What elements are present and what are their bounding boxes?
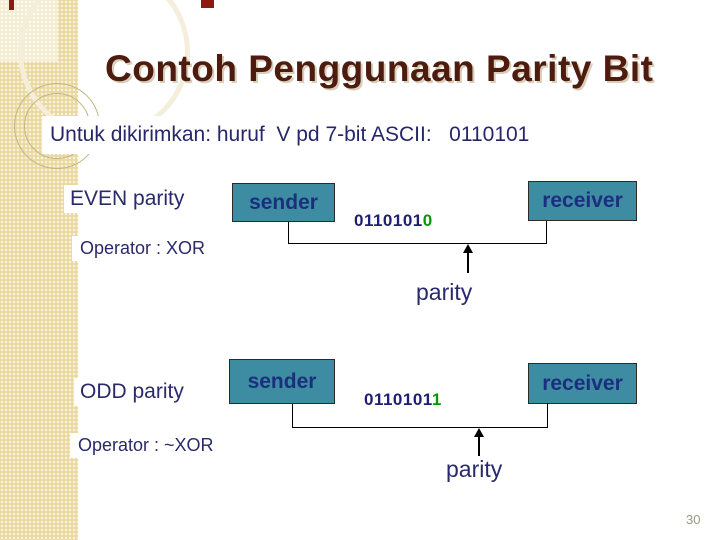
even-parity-caption: parity [416, 279, 473, 305]
odd-sender-box: sender [229, 359, 335, 404]
odd-parity-arrow-line [478, 436, 480, 456]
red-tick-top [201, 0, 214, 8]
odd-operator-text: Operator : ~XOR [70, 433, 222, 458]
odd-parity-bit: 1 [431, 390, 442, 409]
even-parity-arrow-line [467, 252, 469, 273]
odd-receiver-label: receiver [542, 371, 623, 395]
even-operator-text: Operator : XOR [72, 236, 214, 261]
odd-connector-horizontal [292, 427, 548, 428]
even-connector-horizontal [288, 243, 547, 244]
even-connector-sender-drop [288, 222, 289, 243]
odd-sender-label: sender [247, 369, 317, 393]
even-parity-bit: 0 [422, 211, 433, 230]
odd-receiver-box: receiver [528, 363, 637, 404]
even-data-bits: 0110101 [354, 211, 423, 230]
even-receiver-box: receiver [528, 181, 637, 221]
even-connector-receiver-drop [546, 221, 547, 243]
even-bit-string: 01101010 [354, 211, 433, 231]
slide-title: Contoh Penggunaan Parity Bit [105, 48, 654, 89]
odd-data-bits: 0110101 [364, 390, 432, 409]
odd-connector-sender-drop [292, 404, 293, 427]
even-sender-label: sender [249, 190, 318, 214]
even-receiver-label: receiver [542, 189, 623, 212]
odd-connector-receiver-drop [547, 403, 548, 427]
even-parity-arrow-icon [463, 244, 473, 253]
odd-parity-caption: parity [446, 456, 503, 482]
odd-bit-string: 01101011 [364, 390, 442, 410]
intro-text: Untuk dikirimkan: huruf V pd 7-bit ASCII… [42, 116, 538, 154]
even-sender-box: sender [232, 183, 335, 222]
odd-parity-label: ODD parity [74, 378, 190, 406]
odd-parity-arrow-icon [474, 428, 484, 437]
red-tick-left [9, 0, 14, 10]
page-number: 30 [686, 512, 701, 527]
even-parity-label: EVEN parity [64, 185, 191, 213]
